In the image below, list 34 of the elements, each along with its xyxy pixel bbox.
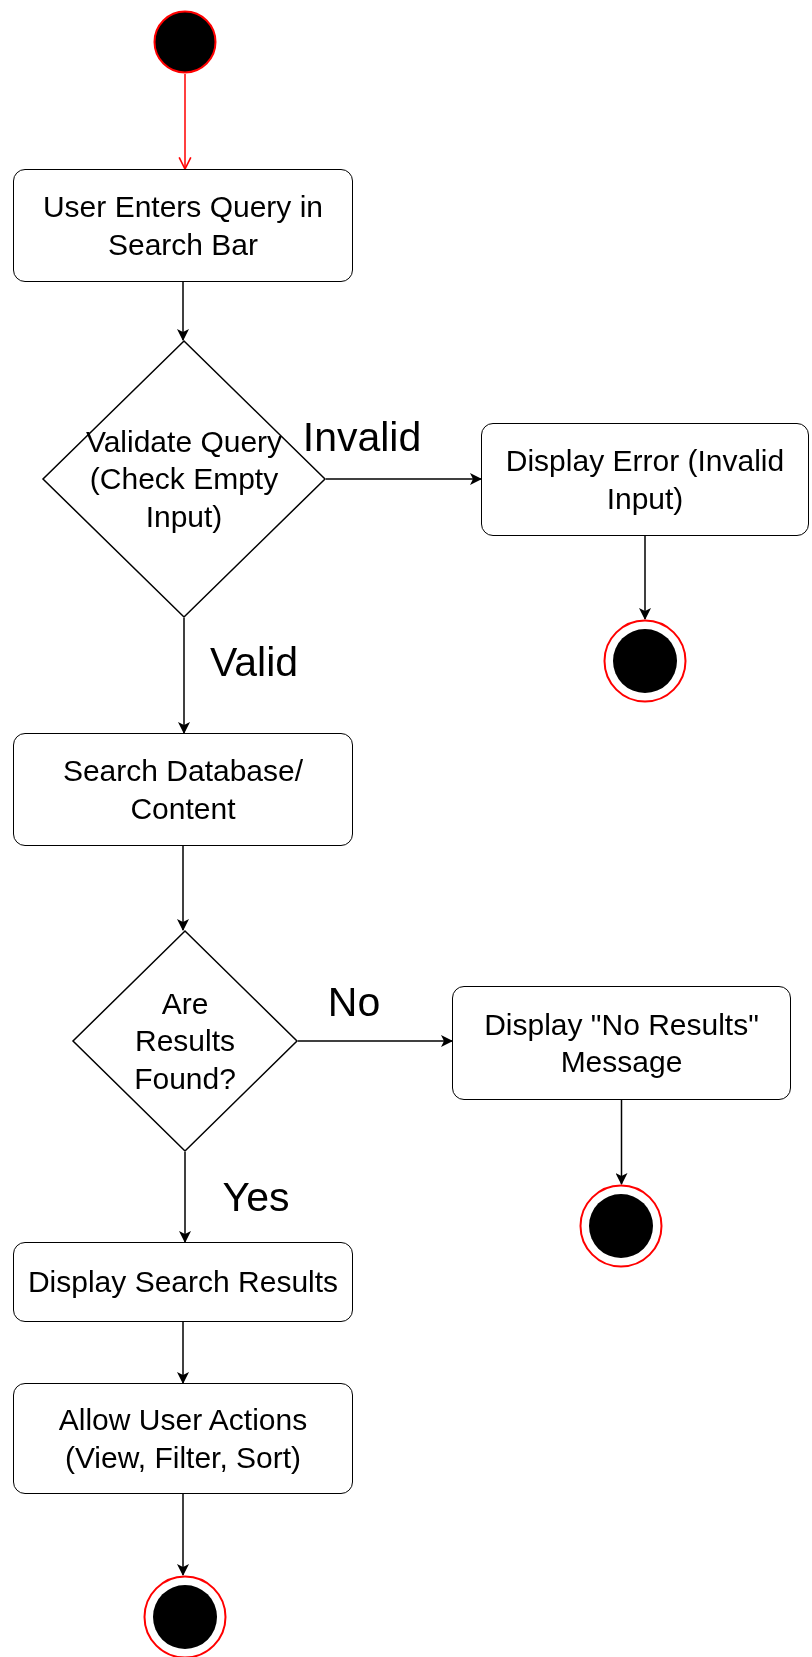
node-text: Are Results Found?: [133, 985, 237, 1097]
start-node: [153, 10, 217, 74]
action-box: [452, 986, 791, 1100]
arrow: [615, 1099, 628, 1185]
edge-label: Invalid: [302, 413, 422, 461]
node-text: Display Error (Invalid Input): [504, 443, 786, 517]
arrow: [177, 281, 189, 341]
action-box: [13, 1383, 353, 1494]
arrow: [297, 1035, 453, 1047]
end-node: [579, 1184, 663, 1268]
decision-diamond: [72, 930, 298, 1152]
node-text: Allow User Actions (View, Filter, Sort): [57, 1402, 309, 1476]
edge-label: Yes: [222, 1173, 290, 1221]
node-text: Display Search Results: [26, 1264, 340, 1301]
arrow: [177, 1493, 189, 1576]
node-text: User Enters Query in Search Bar: [41, 189, 325, 263]
end-node: [143, 1575, 227, 1657]
node-text: Search Database/ Content: [61, 753, 305, 827]
edge-label: No: [327, 978, 381, 1026]
arrow: [178, 617, 190, 734]
edge-label: Valid: [209, 638, 299, 686]
action-box: [13, 733, 353, 846]
arrow: [179, 1151, 191, 1243]
action-box: [13, 1242, 353, 1322]
arrow: [177, 1321, 189, 1384]
node-text: Validate Query (Check Empty Input): [84, 423, 284, 535]
arrow: [178, 73, 192, 170]
arrow: [177, 845, 189, 931]
action-box: [481, 423, 809, 536]
arrow: [639, 535, 651, 620]
arrow: [325, 473, 482, 485]
action-box: [13, 169, 353, 282]
node-text: Display "No Results" Message: [483, 1006, 760, 1080]
end-node: [603, 619, 687, 703]
